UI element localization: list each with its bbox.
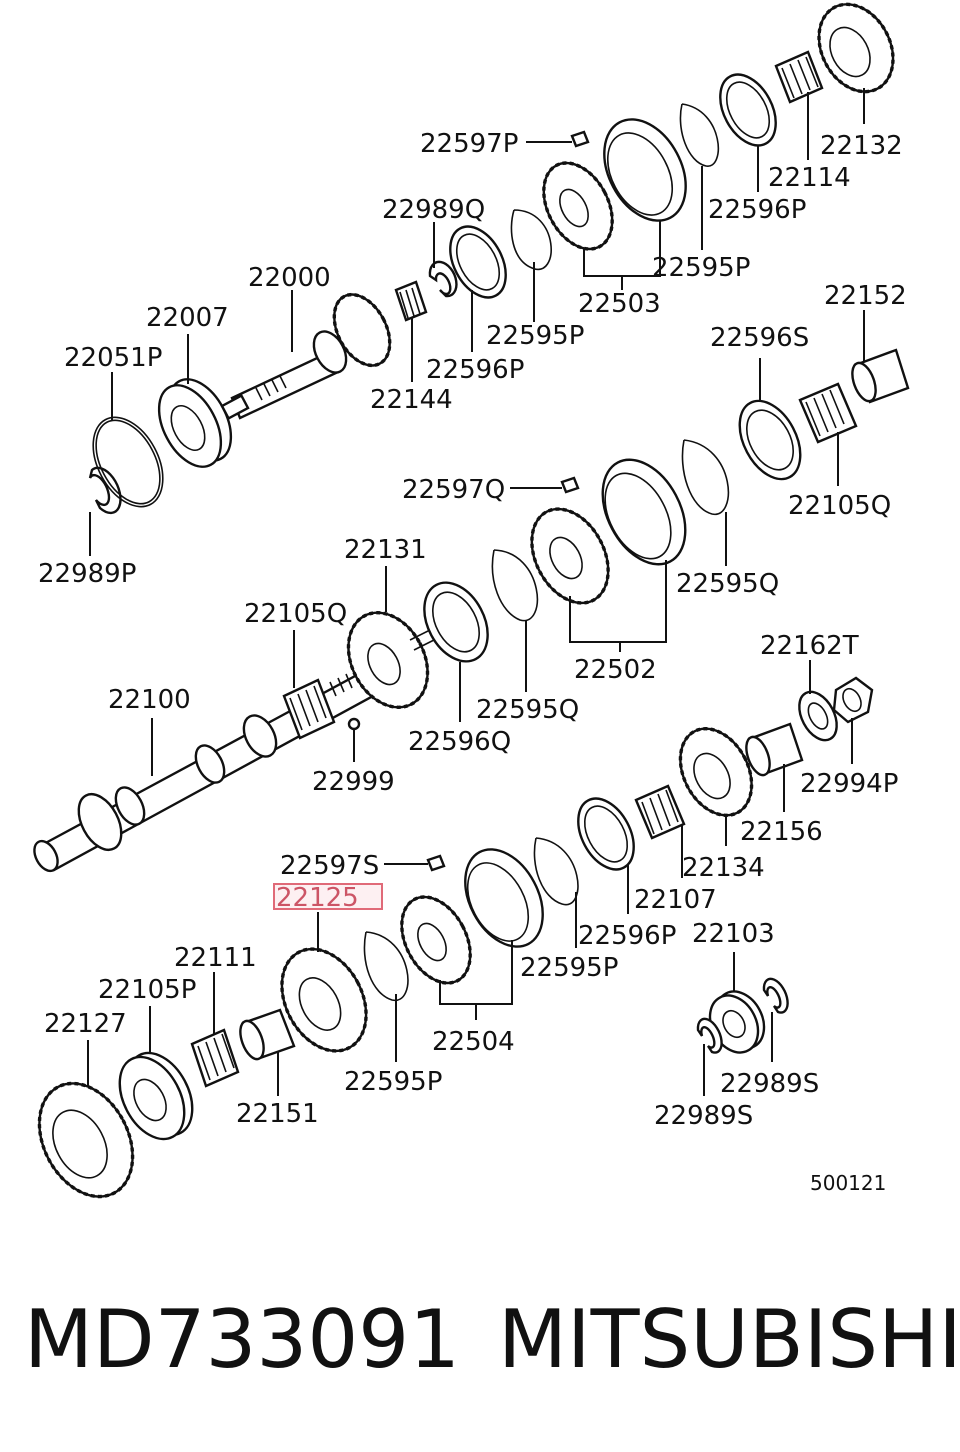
snap-ring-22989s-right bbox=[762, 977, 789, 1014]
key-22597s bbox=[426, 854, 446, 872]
part-label[interactable]: 22597P bbox=[420, 129, 518, 159]
spring-22595p-lower-right bbox=[533, 837, 579, 906]
part-label[interactable]: 22596Q bbox=[408, 727, 511, 757]
part-label[interactable]: 22595P bbox=[344, 1067, 442, 1097]
synchronizer-assembly-22502 bbox=[530, 458, 687, 605]
part-label[interactable]: 22007 bbox=[146, 303, 229, 333]
part-label[interactable]: 22156 bbox=[740, 817, 823, 847]
synchronizer-ring-22596p-upper bbox=[719, 73, 777, 147]
input-shaft-22000 bbox=[220, 292, 392, 420]
spring-22595q bbox=[491, 549, 539, 622]
part-label[interactable]: 22989Q bbox=[382, 195, 485, 225]
exploded-parts-diagram: 22597P 22989Q 22000 22007 22051P 22144 2… bbox=[33, 2, 910, 1199]
lower-assembly bbox=[37, 676, 874, 1199]
part-label[interactable]: 22103 bbox=[692, 919, 775, 949]
washer-22994p bbox=[798, 690, 838, 742]
nut-22162t bbox=[832, 676, 874, 724]
needle-bearing-22107 bbox=[634, 784, 686, 840]
synchronizer-assembly-22503 bbox=[542, 118, 687, 251]
sleeve-22156 bbox=[745, 722, 804, 777]
part-label[interactable]: 22595P bbox=[652, 253, 750, 283]
bearing-22007 bbox=[157, 378, 233, 468]
clip-22989q bbox=[428, 260, 458, 298]
needle-bearing-22144 bbox=[394, 280, 428, 322]
needle-bearing-22114 bbox=[774, 50, 824, 104]
part-label[interactable]: 22134 bbox=[682, 853, 765, 883]
part-label-highlighted[interactable]: 22125 bbox=[276, 883, 359, 913]
middle-shaft-assembly bbox=[33, 348, 910, 873]
part-label[interactable]: 22127 bbox=[44, 1009, 127, 1039]
part-label[interactable]: 22504 bbox=[432, 1027, 515, 1057]
part-labels: 22597P 22989Q 22000 22007 22051P 22144 2… bbox=[38, 129, 907, 1195]
part-label[interactable]: 22596P bbox=[708, 195, 806, 225]
part-label[interactable]: 22000 bbox=[248, 263, 331, 293]
key-22597q bbox=[560, 476, 580, 494]
key-22597p bbox=[570, 130, 590, 148]
highlight-box bbox=[273, 883, 383, 910]
part-label[interactable]: 22107 bbox=[634, 885, 717, 915]
part-label[interactable]: 22105Q bbox=[244, 599, 347, 629]
part-label[interactable]: 22595P bbox=[520, 953, 618, 983]
gear-22131 bbox=[346, 611, 443, 709]
snap-ring-22989p bbox=[88, 466, 122, 515]
part-label[interactable]: 22131 bbox=[344, 535, 427, 565]
needle-bearing-22105q bbox=[282, 678, 336, 740]
spring-22595p-lower bbox=[363, 931, 409, 1001]
part-label[interactable]: 22989S bbox=[720, 1069, 819, 1099]
part-label[interactable]: 22994P bbox=[800, 769, 898, 799]
part-label[interactable]: 22152 bbox=[824, 281, 907, 311]
part-label[interactable]: 22596P bbox=[578, 921, 676, 951]
part-label[interactable]: 22596S bbox=[710, 323, 809, 353]
part-label[interactable]: 22105Q bbox=[788, 491, 891, 521]
gear-22127 bbox=[37, 1081, 135, 1199]
part-label[interactable]: 22595Q bbox=[676, 569, 779, 599]
part-label[interactable]: 22999 bbox=[312, 767, 395, 797]
snap-ring-22989s-left bbox=[696, 1017, 723, 1054]
brand-name: MITSUBISHI bbox=[498, 1293, 960, 1386]
part-label[interactable]: 22595P bbox=[486, 321, 584, 351]
sleeve-22152 bbox=[851, 348, 910, 404]
diagram-reference-code: 500121 bbox=[810, 1171, 886, 1195]
part-label[interactable]: 22151 bbox=[236, 1099, 319, 1129]
part-label[interactable]: 22989S bbox=[654, 1101, 753, 1131]
spring-22595q-upper bbox=[681, 439, 730, 515]
synchronizer-ring-22596q bbox=[423, 581, 489, 663]
part-label[interactable]: 22105P bbox=[98, 975, 196, 1005]
ball-22999 bbox=[347, 717, 361, 731]
needle-bearing-22105q-upper bbox=[798, 382, 858, 444]
bearing-22105p bbox=[118, 1051, 194, 1141]
gear-22132 bbox=[817, 2, 895, 94]
part-label[interactable]: 22162T bbox=[760, 631, 859, 661]
part-label[interactable]: 22111 bbox=[174, 943, 257, 973]
part-label[interactable]: 22989P bbox=[38, 559, 136, 589]
part-label[interactable]: 22596P bbox=[426, 355, 524, 385]
part-label[interactable]: 22100 bbox=[108, 685, 191, 715]
part-number: MD733091 bbox=[24, 1293, 461, 1386]
leader-lines bbox=[87, 88, 865, 1096]
needle-bearing-22111 bbox=[190, 1028, 240, 1088]
part-label[interactable]: 22597Q bbox=[402, 475, 505, 505]
part-label[interactable]: 22051P bbox=[64, 343, 162, 373]
part-label[interactable]: 22502 bbox=[574, 655, 657, 685]
synchronizer-ring-22596p bbox=[449, 225, 507, 299]
part-label[interactable]: 22503 bbox=[578, 289, 661, 319]
part-label[interactable]: 22597S bbox=[280, 851, 379, 881]
gear-22125 bbox=[280, 947, 368, 1053]
part-label[interactable]: 22132 bbox=[820, 131, 903, 161]
o-ring-22051p bbox=[92, 416, 164, 508]
sleeve-22151 bbox=[239, 1008, 296, 1061]
footer-caption: MD733091 MITSUBISHI bbox=[0, 1290, 960, 1390]
spring-22595p-upper bbox=[679, 103, 720, 167]
synchronizer-ring-22596p-lower bbox=[577, 797, 635, 871]
synchronizer-ring-22596s bbox=[738, 399, 802, 481]
part-label[interactable]: 22595Q bbox=[476, 695, 579, 725]
spring-22595p bbox=[510, 209, 552, 271]
part-label[interactable]: 22114 bbox=[768, 163, 851, 193]
gear-22134 bbox=[678, 726, 754, 818]
top-shaft-assembly bbox=[88, 2, 895, 515]
synchronizer-assembly-22504 bbox=[400, 848, 544, 985]
part-label[interactable]: 22144 bbox=[370, 385, 453, 415]
